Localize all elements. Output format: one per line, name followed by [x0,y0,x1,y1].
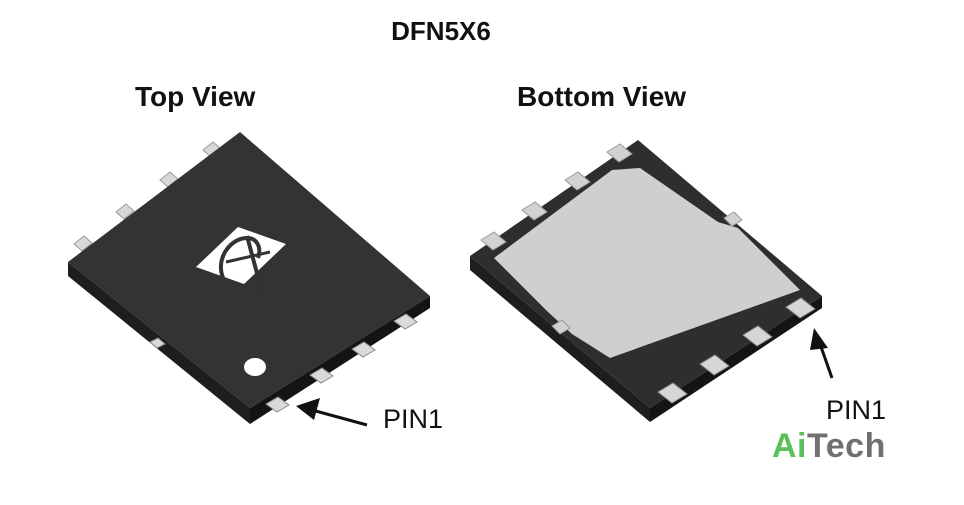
bottom-view-right-side [650,296,822,422]
top-view-right-side [250,296,430,424]
aos-logo-icon [196,227,286,293]
bottom-view-left-side [470,256,650,422]
top-view-back-leads [73,141,222,252]
bottom-view-pin1-label: PIN1 [826,395,887,425]
bottom-view-package [470,140,822,422]
top-view-pin1-arrow-icon [296,398,368,427]
top-view-package [68,132,430,424]
top-view-pin1-label: PIN1 [383,404,444,434]
bottom-view-label: Bottom View [517,81,687,112]
bottom-view-front-pins [657,297,816,404]
watermark-tech: Tech [807,427,886,465]
bottom-view-back-pads [480,143,743,335]
top-view-label: Top View [135,81,256,112]
watermark-ai: Ai [772,427,807,465]
bottom-view-pin1-arrow-icon [810,328,834,379]
pin1-dot-icon [244,358,266,376]
aitech-watermark: AiTech [772,427,886,466]
thermal-pad [494,168,800,358]
top-view-front-leads [149,313,418,413]
package-title: DFN5X6 [391,16,491,46]
